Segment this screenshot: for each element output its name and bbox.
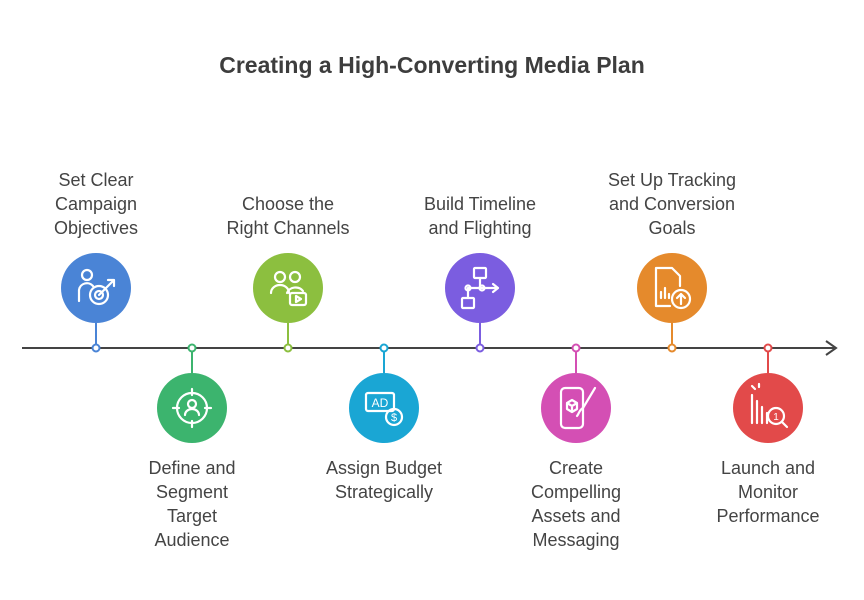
timeline-dot <box>763 343 773 353</box>
timeline-dot <box>187 343 197 353</box>
phone-brush-icon <box>559 386 597 430</box>
svg-text:AD: AD <box>372 396 389 410</box>
step-label: Build Timeline and Flighting <box>390 192 570 240</box>
step-label-line: Right Channels <box>226 218 350 238</box>
step-circle <box>445 253 515 323</box>
svg-text:1: 1 <box>773 412 779 423</box>
channels-video-icon <box>269 270 308 307</box>
step-label-line: Audience <box>154 530 230 550</box>
timeline-dot <box>571 343 581 353</box>
step-label-line: Build Timeline <box>423 194 537 214</box>
flowchart-icon <box>460 266 500 310</box>
step-circle <box>541 373 611 443</box>
step-label-line: Create <box>548 458 604 478</box>
step-label-line: Assign Budget <box>325 458 443 478</box>
step-label-line: Monitor <box>737 482 799 502</box>
ad-budget-icon: AD$ <box>364 391 404 427</box>
step-circle: 1 <box>733 373 803 443</box>
step-label-line: and Flighting <box>428 218 532 238</box>
step-circle <box>157 373 227 443</box>
step-circle <box>61 253 131 323</box>
step-label-line: Target <box>166 506 218 526</box>
svg-text:$: $ <box>391 412 397 424</box>
timeline-dot <box>475 343 485 353</box>
step-label-line: Choose the <box>241 194 335 214</box>
step-label-line: Objectives <box>53 218 139 238</box>
step-circle: AD$ <box>349 373 419 443</box>
timeline-dot <box>667 343 677 353</box>
step-label-line: Goals <box>648 218 696 238</box>
timeline-arrow-icon <box>825 340 838 356</box>
step-label-line: Set Clear <box>58 170 134 190</box>
step-circle <box>637 253 707 323</box>
step-label-line: Performance <box>716 506 820 526</box>
timeline-dot <box>283 343 293 353</box>
audience-crosshair-icon <box>171 387 213 429</box>
tracking-report-icon <box>654 266 692 310</box>
step-label-line: Segment <box>155 482 229 502</box>
step-label-line: Strategically <box>334 482 434 502</box>
timeline-dot <box>379 343 389 353</box>
step-label-line: Set Up Tracking <box>607 170 737 190</box>
chart-magnify-icon: 1 <box>750 382 789 429</box>
page-title: Creating a High-Converting Media Plan <box>219 52 645 78</box>
step-label-line: Assets and <box>531 506 621 526</box>
step-label-line: and Conversion <box>608 194 736 214</box>
step-label-line: Compelling <box>530 482 622 502</box>
step-circle <box>253 253 323 323</box>
step-label-line: Launch and <box>720 458 816 478</box>
timeline-dot <box>91 343 101 353</box>
step-label-line: Messaging <box>532 530 620 550</box>
step-label-line: Campaign <box>54 194 138 214</box>
target-person-icon <box>77 268 116 306</box>
step-label-line: Define and <box>148 458 236 478</box>
